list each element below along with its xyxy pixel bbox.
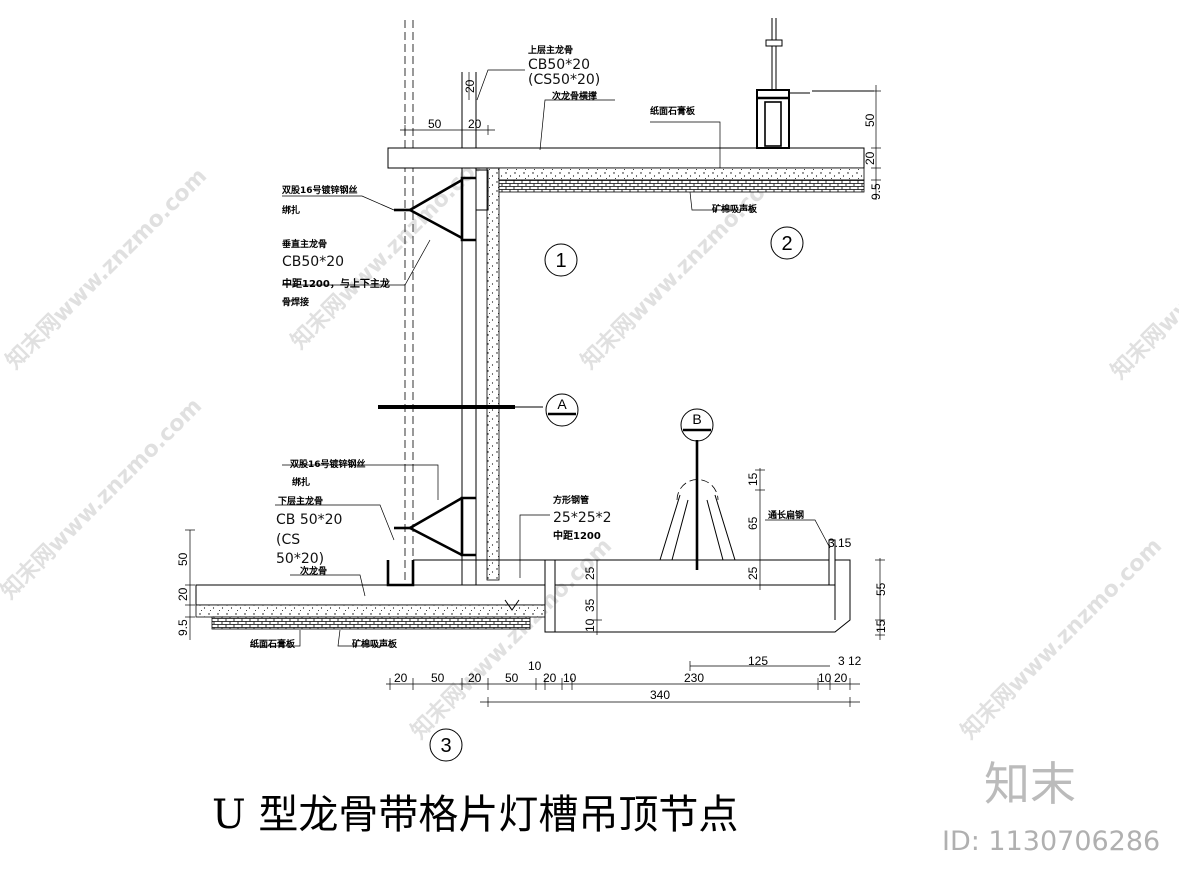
secondary-keel-brace-label: 次龙骨横撑 (552, 90, 597, 102)
lower-main-keel-spec-alt-1: (CS (276, 532, 300, 548)
gypsum-board-top-label: 纸面石膏板 (650, 105, 696, 117)
square-tube-spacing: 中距1200 (553, 529, 601, 542)
annotations: 上层主龙骨 CB50*20 (CS50*20) 次龙骨横撑 纸面石膏板 矿棉吸声… (250, 44, 804, 650)
lower-main-keel-spec: CB 50*20 (276, 512, 342, 528)
watermark-1: 知末网www.znzmo.com (1, 163, 212, 374)
dim-box-35: 35 (583, 598, 597, 612)
dim-left-9-5: 9.5 (176, 619, 190, 636)
dim-bottom-340: 340 (650, 688, 670, 702)
section-b-label: B (692, 411, 701, 427)
markers: 1 2 3 A B (429, 226, 804, 762)
region-3-circle (429, 728, 463, 762)
dim-box-25: 25 (583, 566, 597, 580)
vertical-keel-spec: CB50*20 (282, 254, 344, 270)
watermark-7: 知末网www.znzmo.com (956, 533, 1167, 744)
watermark-3: 知末网www.znzmo.com (576, 163, 787, 374)
vertical-keel-spacing: 中距1200，与上下主龙 (282, 277, 390, 290)
vertical-keel-label: 垂直主龙骨 (282, 238, 327, 250)
dim-top-50: 50 (428, 117, 442, 131)
wire-top-label-2: 绑扎 (282, 204, 300, 216)
mineral-board-bottom-label: 矿棉吸声板 (352, 638, 398, 650)
dim-bottom-10c: 10 (818, 671, 832, 685)
secondary-keel-label: 次龙骨 (300, 565, 327, 577)
dim-bottom-20b: 20 (468, 671, 482, 685)
watermark-4: 知末网www.znzmo.com (1106, 173, 1179, 384)
dim-bottom-50b: 50 (505, 671, 519, 685)
section-a-label: A (557, 396, 567, 412)
dim-bottom-20d: 20 (834, 671, 848, 685)
dim-right-50: 50 (863, 113, 877, 127)
dim-bottom-3: 3 (838, 654, 845, 668)
upper-main-keel-spec: CB50*20 (528, 57, 590, 73)
dim-bottom-10a: 10 (528, 659, 542, 673)
watermark-layer: 知末网www.znzmo.com 知末网www.znzmo.com 知末网www… (0, 143, 1179, 744)
upper-main-keel-label: 上层主龙骨 (528, 44, 573, 56)
watermark-5: 知末网www.znzmo.com (0, 393, 207, 604)
wall-structure (195, 18, 874, 633)
dim-trough-25: 25 (746, 566, 760, 580)
dim-top-vert-20: 20 (463, 79, 477, 93)
dim-box-10: 10 (583, 618, 597, 632)
flat-steel-label: 通长扁钢 (768, 509, 804, 521)
dim-bottom-50a: 50 (431, 671, 445, 685)
dim-trough-15: 15 (746, 472, 760, 486)
region-1-label: 1 (555, 250, 566, 272)
dim-bottom-125: 125 (748, 654, 768, 668)
drawing-title: U 型龙骨带格片灯槽吊顶节点 (212, 792, 738, 838)
dim-left-50: 50 (176, 552, 190, 566)
dimension-values: 50 20 20 50 20 9.5 50 20 9.5 15 65 25 3.… (176, 79, 888, 702)
dim-right-20: 20 (863, 151, 877, 165)
brand-logo: 知末 (984, 757, 1076, 811)
dim-right-15: 15 (874, 619, 888, 633)
dim-bottom-230: 230 (684, 671, 704, 685)
region-2-label: 2 (781, 233, 792, 255)
gypsum-board-bottom-label: 纸面石膏板 (250, 638, 296, 650)
section-a-circle (545, 393, 579, 427)
dim-top-20: 20 (468, 117, 482, 131)
region-1-circle (544, 243, 578, 277)
brand-id: ID: 1130706286 (942, 826, 1160, 857)
region-3-label: 3 (440, 735, 451, 757)
lower-main-keel-label: 下层主龙骨 (278, 495, 323, 507)
dim-right-55: 55 (874, 582, 888, 596)
wire-top-label: 双股16号镀锌钢丝 (282, 184, 358, 196)
dim-trough-3-15: 3.15 (828, 536, 852, 550)
wire-bottom-label: 双股16号镀锌钢丝 (290, 458, 366, 470)
lower-main-keel-spec-alt-2: 50*20) (276, 551, 324, 567)
dim-bottom-20c: 20 (543, 671, 557, 685)
dim-trough-65: 65 (746, 516, 760, 530)
dim-bottom-10b: 10 (563, 671, 577, 685)
mineral-board-top-label: 矿棉吸声板 (712, 203, 758, 215)
square-tube-spec: 25*25*2 (553, 510, 612, 526)
dim-right-9-5: 9.5 (869, 183, 883, 200)
section-b-circle (680, 408, 714, 442)
dim-bottom-12: 12 (848, 654, 862, 668)
dim-bottom-20a: 20 (394, 671, 408, 685)
leader-lines (250, 69, 831, 647)
dimension-lines (185, 72, 885, 707)
region-2-circle (770, 226, 804, 260)
dim-left-20: 20 (176, 587, 190, 601)
wire-bottom-label-2: 绑扎 (292, 476, 310, 488)
watermark-6: 知末网www.znzmo.com (406, 533, 617, 744)
vertical-keel-weld: 骨焊接 (282, 296, 309, 308)
square-tube-label: 方形钢管 (553, 494, 589, 506)
upper-main-keel-spec-alt: (CS50*20) (528, 72, 600, 88)
